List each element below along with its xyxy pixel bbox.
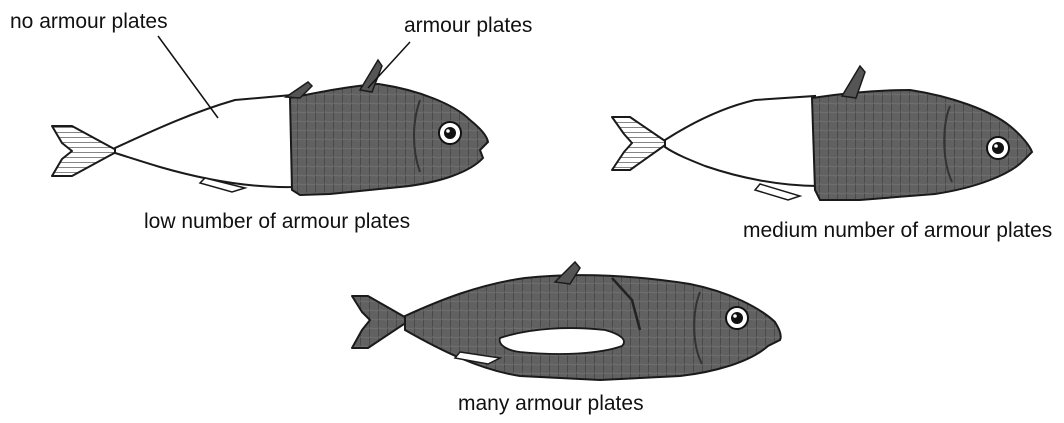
fish-medium-plates (612, 66, 1032, 200)
caption-medium-plates: medium number of armour plates (743, 219, 1052, 243)
label-no-armour-plates: no armour plates (10, 10, 168, 34)
fish-many-plates (352, 262, 781, 380)
label-armour-plates: armour plates (404, 14, 532, 38)
fish-low-unplated-body (115, 95, 294, 187)
fish-many-plated-body (405, 275, 781, 380)
fish-many-tail (352, 296, 410, 348)
fish-low-plates (52, 36, 488, 195)
caption-many-plates: many armour plates (458, 392, 644, 416)
caption-low-plates: low number of armour plates (144, 210, 410, 234)
leader-no-plates (158, 36, 218, 118)
fish-medium-tail (612, 117, 668, 170)
fish-medium-unplated-body (665, 96, 818, 186)
fish-low-tail (52, 126, 118, 176)
